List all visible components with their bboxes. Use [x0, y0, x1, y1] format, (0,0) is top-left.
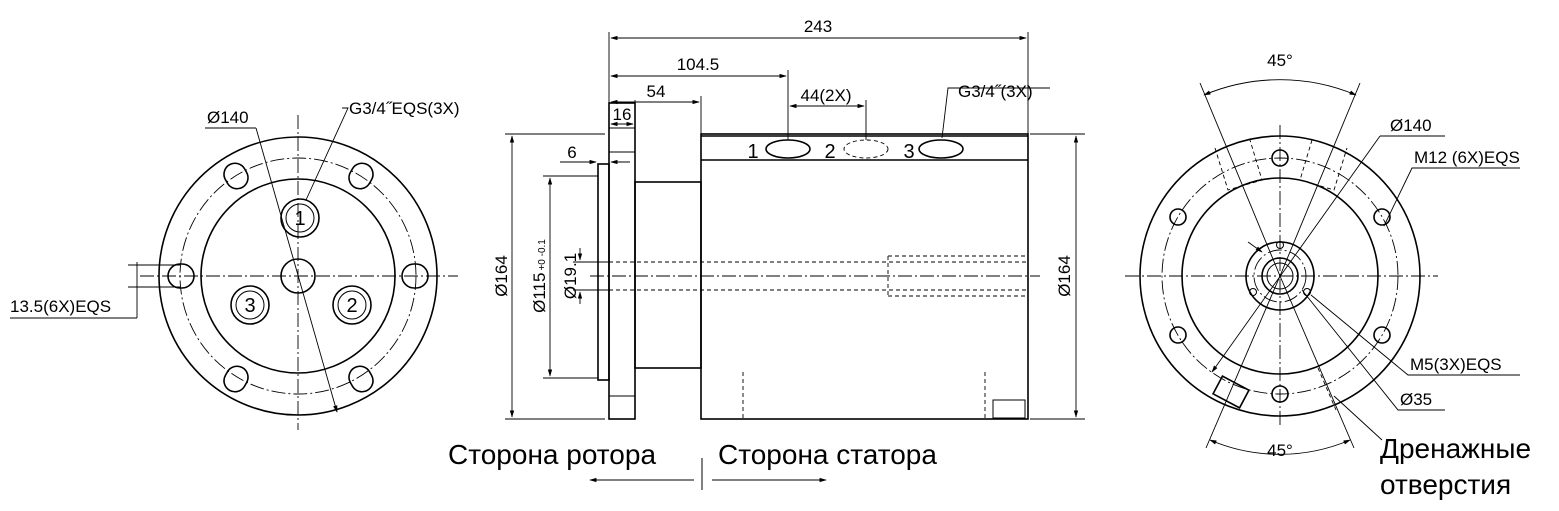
left-dia-140: Ø140 — [207, 108, 249, 127]
left-port-label-1: 1 — [294, 208, 305, 230]
dim-dia-115-value: Ø115 — [530, 273, 549, 313]
side-port-1 — [765, 139, 811, 159]
right-key-right — [1299, 139, 1348, 191]
drain-block — [1211, 375, 1251, 409]
caption-stator-side: Сторона статора — [718, 439, 937, 470]
dim-16: 16 — [613, 105, 632, 124]
caption-rotor-side: Сторона ротора — [448, 439, 656, 470]
dim-dia-19-1: Ø19.1 — [561, 253, 580, 299]
dim-104-5: 104.5 — [677, 55, 720, 74]
caption-drain-line2: отверстия — [1380, 469, 1511, 500]
rotor-flange — [608, 102, 636, 420]
right-bolt-holes — [1169, 149, 1391, 403]
right-dia-140: Ø140 — [1390, 116, 1432, 135]
rotor-neck — [634, 181, 702, 369]
dim-6: 6 — [567, 143, 576, 162]
left-port-label-2: 2 — [346, 295, 357, 317]
right-m12: M12 (6X)EQS — [1414, 148, 1520, 167]
right-key-left — [1214, 139, 1263, 191]
right-angle-top: 45° — [1267, 51, 1293, 70]
left-port-label-3: 3 — [244, 295, 255, 317]
dim-dia-164-left: Ø164 — [492, 255, 511, 297]
left-mount-slots — [167, 162, 429, 393]
left-port-2: 2 — [332, 285, 372, 325]
right-dia-35: Ø35 — [1400, 390, 1432, 409]
drain-plug — [992, 399, 1026, 419]
dim-54: 54 — [647, 82, 666, 101]
dim-dia-164-right: Ø164 — [1055, 255, 1074, 297]
left-port-1: 1 — [280, 198, 320, 238]
side-port-thread: G3/4˝(3X) — [958, 82, 1033, 101]
left-port-3: 3 — [230, 285, 270, 325]
side-port-label-3: 3 — [903, 141, 914, 163]
dim-dia-115: Ø115 +0 -0.1 — [530, 239, 549, 313]
rotor-spigot — [597, 163, 610, 381]
left-end-view: 1 3 2 Ø140 G3/4˝EQS(3X) 13.5(6X)EQS — [10, 99, 460, 430]
dim-spacing: 44(2X) — [800, 86, 851, 105]
stator-body — [700, 133, 1029, 420]
dim-overall-length: 243 — [804, 17, 832, 36]
right-m5: M5(3X)EQS — [1410, 355, 1502, 374]
side-port-2 — [843, 139, 889, 159]
left-hole-spec: 13.5(6X)EQS — [10, 297, 111, 316]
left-port-thread: G3/4˝EQS(3X) — [349, 99, 460, 118]
dim-dia-115-tolerance: +0 -0.1 — [537, 239, 548, 271]
side-port-label-2: 2 — [824, 141, 835, 163]
side-view: 1 2 3 243 104.5 54 16 6 44(2X) G3/4˝(3X) — [492, 17, 1085, 420]
caption-drain-line1: Дренажные — [1380, 433, 1531, 464]
right-angle-bottom: 45° — [1267, 441, 1293, 460]
side-port-label-1: 1 — [747, 141, 758, 163]
right-end-view: 45° 45° Ø140 M12 (6X)EQS M5(3X)EQS Ø35 — [1125, 51, 1520, 460]
side-port-3 — [918, 139, 964, 159]
